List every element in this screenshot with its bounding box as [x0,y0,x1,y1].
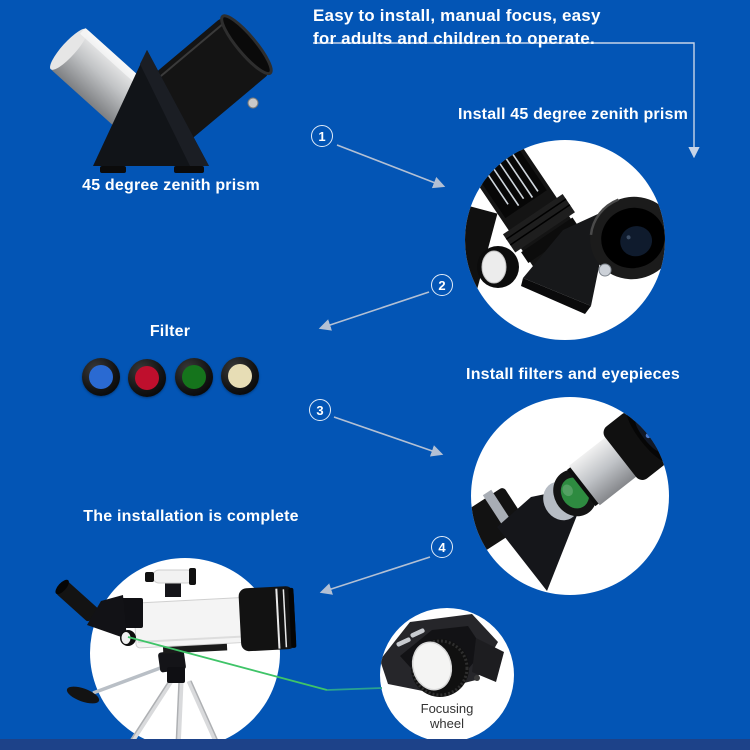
step-badge-3: 3 [309,399,331,421]
install-filters-photo [471,397,669,595]
install-prism-photo [465,140,665,340]
step-badge-4: 4 [431,536,453,558]
prism-label: 45 degree zenith prism [82,177,260,194]
filter-green [175,358,213,396]
step1-arrow [336,144,446,189]
filter-label: Filter [149,323,191,340]
step4-arrow [319,556,431,595]
filter-green-glass [182,365,206,389]
step-badge-1: 1 [311,125,333,147]
step2-arrow [318,291,430,331]
step-badge-2: 2 [431,274,453,296]
filter-red-glass [135,366,159,390]
install-prism-caption: Install 45 degree zenith prism [457,106,689,123]
zenith-prism-photo [50,14,273,173]
heading-line-2: for adults and children to operate. [313,29,595,48]
page-heading: Easy to install, manual focus, easy for … [313,4,601,50]
heading-line-1: Easy to install, manual focus, easy [313,6,601,25]
filter-blue-glass [89,365,113,389]
focusing-wheel-label-line-2: wheel [430,716,464,731]
complete-caption: The installation is complete [83,508,299,525]
focus-wheel-callout-line-2 [326,687,383,691]
assembled-telescope-photo [55,558,297,750]
step3-arrow [333,416,444,457]
filter-blue [82,358,120,396]
focusing-wheel-label: Focusing wheel [382,701,512,731]
filter-moon-glass [228,364,252,388]
install-filters-caption: Install filters and eyepieces [466,366,680,383]
filter-red [128,359,166,397]
footer-strip [0,739,750,750]
filter-moon [221,357,259,395]
focusing-wheel-photo [380,608,514,742]
focusing-wheel-label-line-1: Focusing [420,701,474,716]
